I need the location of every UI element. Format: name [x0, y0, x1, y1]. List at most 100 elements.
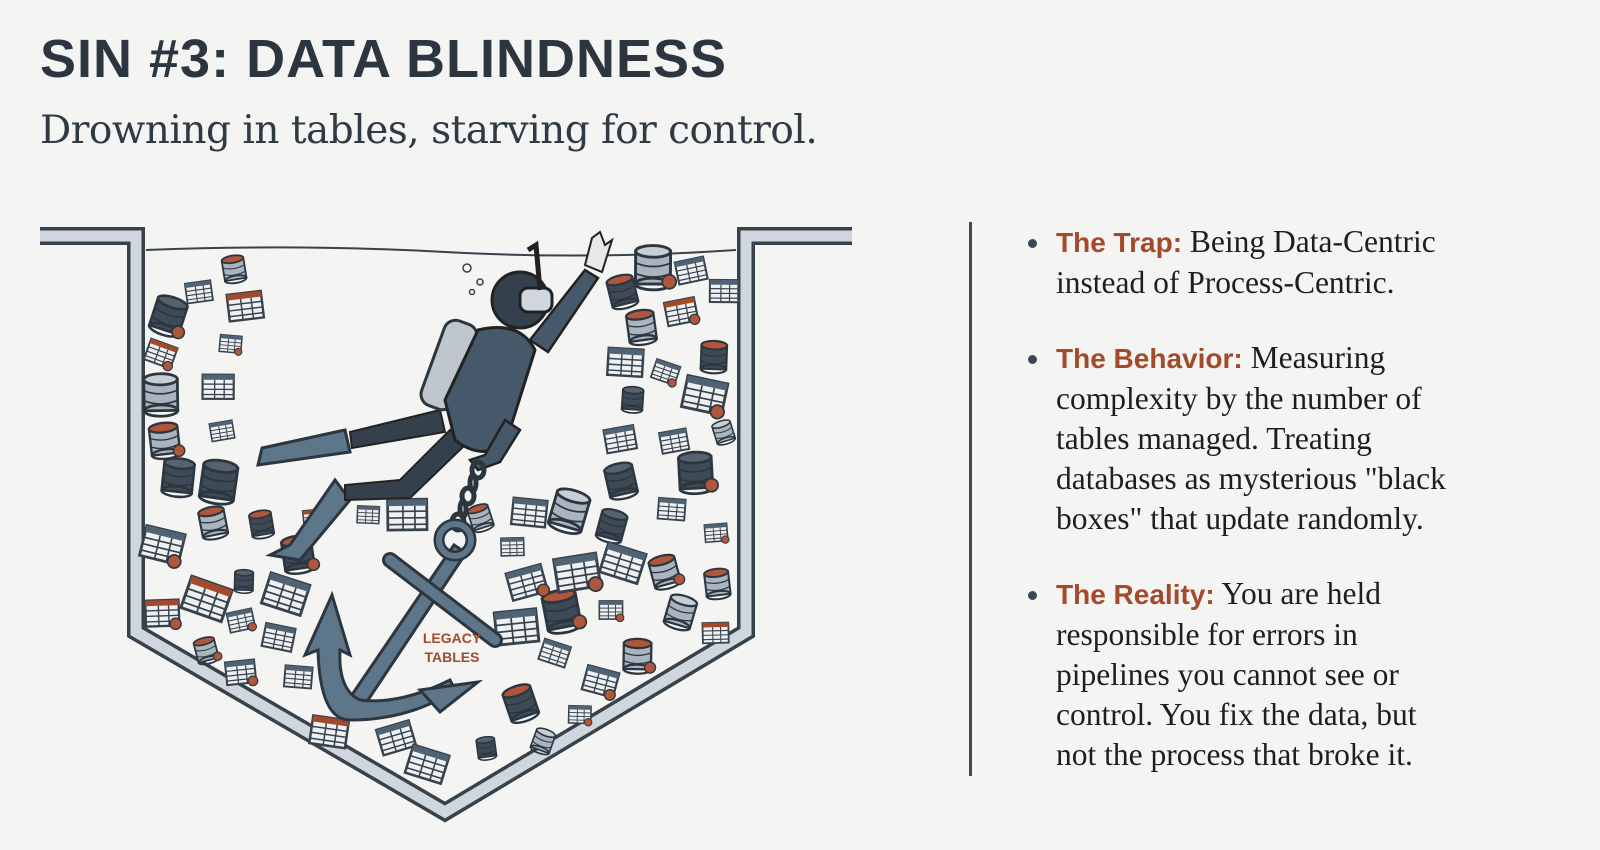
- database-icon: [624, 308, 659, 347]
- table-icon: [143, 598, 182, 631]
- database-icon: [620, 385, 645, 414]
- bullet-reality: The Reality: You are held responsible fo…: [1028, 574, 1588, 775]
- database-icon: [248, 509, 276, 540]
- database-icon: [220, 254, 248, 285]
- hand-icon: [583, 230, 614, 274]
- fin-icon: [256, 428, 352, 467]
- table-icon: [567, 704, 593, 727]
- bullet-trap: The Trap: Being Data-Centric instead of …: [1028, 222, 1588, 303]
- table-icon: [183, 279, 214, 305]
- database-icon: [594, 508, 629, 545]
- table-icon: [701, 621, 730, 645]
- bullet-text: tables managed. Treating: [1056, 421, 1372, 456]
- table-icon: [504, 562, 551, 603]
- table-icon: [662, 295, 701, 328]
- table-icon: [492, 607, 541, 647]
- table-icon: [551, 551, 604, 594]
- table-icon: [179, 574, 235, 624]
- table-icon: [649, 357, 682, 388]
- database-icon: [501, 683, 541, 725]
- table-icon: [225, 607, 258, 634]
- table-icon: [537, 637, 573, 669]
- bullet-text: Being Data-Centric: [1189, 224, 1436, 259]
- table-icon: [374, 718, 418, 757]
- database-icon: [197, 505, 230, 541]
- table-icon: [282, 664, 314, 690]
- anchor-icon: [302, 518, 503, 722]
- chain-link: [469, 459, 487, 481]
- database-icon: [546, 487, 592, 536]
- bullet-behavior: The Behavior: Measuring complexity by th…: [1028, 338, 1588, 539]
- drowning-diver-illustration: LEGACY TABLES: [40, 227, 852, 823]
- bullet-list: The Trap: Being Data-Centric instead of …: [1028, 222, 1588, 810]
- database-icon: [466, 503, 495, 534]
- table-icon: [580, 663, 621, 701]
- table-icon: [259, 570, 312, 618]
- vertical-divider: [969, 222, 972, 776]
- table-icon: [673, 255, 709, 286]
- table-icon: [137, 523, 187, 569]
- slide-title: SIN #3: DATA BLINDNESS: [40, 29, 728, 89]
- diver-figure: [256, 230, 614, 562]
- database-icon: [160, 457, 196, 499]
- database-icon: [703, 567, 732, 601]
- anchor-label-legacy: LEGACY: [423, 630, 482, 646]
- bullet-text: instead of Process-Centric.: [1056, 265, 1395, 300]
- table-icon: [142, 337, 179, 372]
- database-icon: [529, 727, 557, 756]
- table-icon: [208, 419, 236, 443]
- database-icon: [711, 419, 737, 446]
- bullet-text: responsible for errors in: [1056, 617, 1358, 652]
- table-icon: [605, 346, 645, 379]
- bullet-text: databases as mysterious "black: [1056, 461, 1446, 496]
- table-icon: [403, 743, 452, 786]
- database-icon: [647, 553, 686, 591]
- anchor-label-tables: TABLES: [425, 649, 480, 665]
- bullet-dot: [1028, 355, 1037, 364]
- database-icon: [147, 421, 186, 461]
- slide-subtitle: Drowning in tables, starving for control…: [40, 108, 818, 153]
- bullet-dot: [1028, 239, 1037, 248]
- bullet-dot: [1028, 591, 1037, 600]
- bullet-text: not the process that broke it.: [1056, 737, 1413, 772]
- table-icon: [223, 658, 259, 687]
- database-icon: [676, 450, 720, 496]
- table-icon: [500, 536, 525, 557]
- table-icon: [307, 713, 351, 750]
- database-icon: [233, 568, 255, 595]
- database-icon: [605, 273, 640, 311]
- snorkel-icon: [526, 240, 543, 291]
- database-icon: [475, 735, 498, 761]
- database-icon: [192, 636, 223, 666]
- database-icon: [142, 372, 180, 418]
- database-icon: [699, 339, 729, 375]
- database-icon: [633, 244, 678, 292]
- chain-link: [459, 485, 477, 507]
- database-icon: [603, 461, 640, 501]
- database-icon: [622, 637, 657, 675]
- bullet-text: pipelines you cannot see or: [1056, 657, 1399, 692]
- table-icon: [656, 496, 687, 522]
- database-icon: [662, 593, 699, 632]
- bullet-text: complexity by the number of: [1056, 381, 1422, 416]
- table-icon: [657, 427, 691, 455]
- table-icon: [201, 373, 235, 401]
- fin-icon: [265, 477, 352, 562]
- bullet-text: control. You fix the data, but: [1056, 697, 1417, 732]
- table-icon: [509, 496, 549, 529]
- table-icon: [218, 333, 243, 356]
- bullet-text: You are held: [1221, 576, 1381, 611]
- table-icon: [703, 522, 730, 544]
- bullet-label: The Behavior:: [1056, 343, 1243, 374]
- table-icon: [386, 497, 429, 532]
- table-icon: [597, 540, 648, 586]
- database-icon: [147, 294, 190, 340]
- table-icon: [679, 373, 730, 420]
- bullet-label: The Trap:: [1056, 227, 1183, 258]
- table-icon: [708, 278, 740, 304]
- database-icon: [197, 458, 240, 506]
- bullet-text: boxes" that update randomly.: [1056, 501, 1424, 536]
- bullet-text: Measuring: [1250, 340, 1386, 375]
- table-icon: [602, 423, 639, 455]
- mask-icon: [518, 286, 554, 314]
